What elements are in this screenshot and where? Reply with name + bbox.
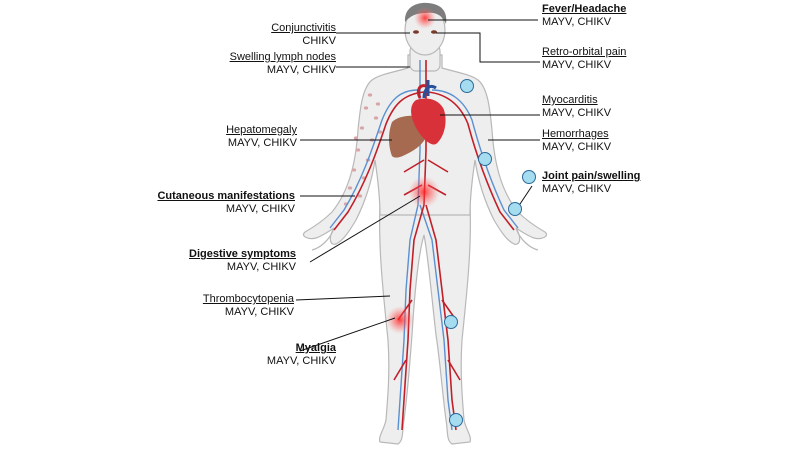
rash-spot — [375, 102, 381, 106]
leader-thrombocytopenia — [295, 295, 391, 301]
heart — [411, 80, 446, 145]
joint-markers — [444, 79, 536, 427]
label-lymph-title: Swelling lymph nodes — [229, 51, 336, 63]
hotspot-abdomen — [408, 176, 440, 208]
label-lymph: Swelling lymph nodes MAYV, CHIKV — [230, 51, 336, 77]
label-myalgia-title: Myalgia — [295, 342, 336, 354]
rash-spots — [343, 93, 383, 206]
label-conjunctivitis-title: Conjunctivitis — [271, 22, 336, 34]
label-fever-viruses: MAYV, CHIKV — [542, 16, 612, 28]
hotspot-head — [414, 7, 436, 29]
label-hemorrhages-title: Hemorrhages — [542, 128, 609, 140]
rash-spot — [363, 106, 369, 110]
label-digestive-title: Digestive symptoms — [189, 248, 296, 260]
label-digestive: Digestive symptoms MAYV, CHIKV — [189, 248, 296, 274]
rash-spot — [357, 194, 363, 198]
rash-spot — [353, 136, 359, 140]
label-joint-title: Joint pain/swelling — [542, 170, 641, 182]
rash-spot — [359, 126, 365, 130]
rash-spot — [347, 186, 353, 190]
joint-marker-knee — [444, 315, 458, 329]
label-myalgia-viruses: MAYV, CHIKV — [266, 355, 336, 367]
label-hepatomegaly-viruses: MAYV, CHIKV — [227, 137, 297, 149]
joint-marker-wrist — [508, 202, 522, 216]
label-retro: Retro-orbital pain MAYV, CHIKV — [542, 46, 626, 72]
veins — [329, 60, 519, 431]
eyes — [413, 30, 437, 34]
label-myocarditis-title: Myocarditis — [542, 94, 598, 106]
left-eye — [413, 30, 419, 34]
label-joint-viruses: MAYV, CHIKV — [542, 183, 612, 195]
leader-lines — [295, 19, 540, 352]
label-retro-title: Retro-orbital pain — [542, 46, 627, 58]
hotspot-thigh — [386, 306, 414, 334]
label-thrombocytopenia-title: Thrombocytopenia — [202, 293, 294, 305]
label-cutaneous-title: Cutaneous manifestations — [157, 190, 295, 202]
leader-retro — [436, 32, 540, 63]
rash-spot — [367, 93, 373, 97]
inflammation-hotspots — [386, 7, 440, 334]
label-digestive-viruses: MAYV, CHIKV — [226, 261, 296, 273]
label-fever: Fever/Headache MAYV, CHIKV — [542, 3, 626, 29]
label-myocarditis-viruses: MAYV, CHIKV — [542, 107, 612, 119]
label-thrombocytopenia-viruses: MAYV, CHIKV — [224, 306, 294, 318]
label-cutaneous-viruses: MAYV, CHIKV — [225, 203, 295, 215]
label-conjunctivitis: Conjunctivitis CHIKV — [271, 22, 336, 48]
label-fever-title: Fever/Headache — [542, 3, 627, 15]
label-joint: Joint pain/swelling MAYV, CHIKV — [542, 170, 640, 196]
rash-spot — [373, 116, 379, 120]
rash-spot — [355, 148, 361, 152]
joint-marker-legend — [522, 170, 536, 184]
leader-digestive — [309, 195, 421, 263]
label-hemorrhages: Hemorrhages MAYV, CHIKV — [542, 128, 611, 154]
joint-marker-shoulder — [460, 79, 474, 93]
label-hepatomegaly: Hepatomegaly MAYV, CHIKV — [226, 124, 297, 150]
joint-marker-elbow — [478, 152, 492, 166]
right-eye — [431, 30, 437, 34]
joint-marker-ankle — [449, 413, 463, 427]
hair — [404, 2, 447, 24]
label-hemorrhages-viruses: MAYV, CHIKV — [542, 141, 612, 153]
label-conjunctivitis-viruses: CHIKV — [302, 35, 336, 47]
label-cutaneous: Cutaneous manifestations MAYV, CHIKV — [157, 190, 295, 216]
rash-spot — [351, 168, 357, 172]
label-retro-viruses: MAYV, CHIKV — [542, 59, 612, 71]
leader-myalgia — [299, 317, 396, 352]
label-hepatomegaly-title: Hepatomegaly — [226, 124, 297, 136]
label-myalgia: Myalgia MAYV, CHIKV — [267, 342, 336, 368]
label-myocarditis: Myocarditis MAYV, CHIKV — [542, 94, 611, 120]
label-lymph-viruses: MAYV, CHIKV — [266, 64, 336, 76]
label-thrombocytopenia: Thrombocytopenia MAYV, CHIKV — [203, 293, 294, 319]
